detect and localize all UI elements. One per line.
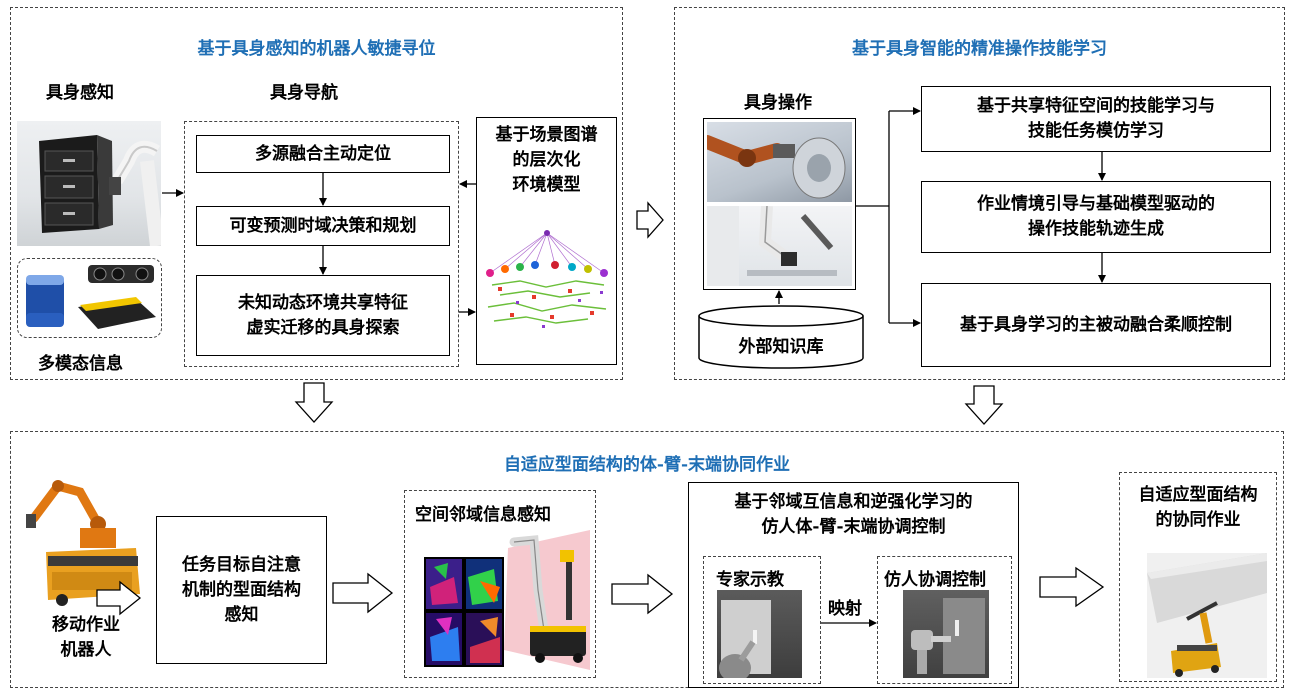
expert-demo-group <box>703 556 821 684</box>
navigation-group <box>184 121 459 367</box>
block-arrow-control <box>1039 566 1105 608</box>
robot-arm-photo <box>707 206 852 286</box>
adaptive-operation-label: 自适应型面结构 的协同作业 <box>1138 485 1258 530</box>
nav-step-planning: 可变预测时域决策和规划 <box>196 206 450 246</box>
scene-graph-box <box>476 117 617 365</box>
humanlike-control-group <box>877 556 1012 684</box>
spatial-perception-label: 空间邻域信息感知 <box>415 505 551 525</box>
sensor-illustration <box>26 265 156 329</box>
depth-map-grid <box>424 557 504 667</box>
mobile-robot-illustration <box>18 478 148 608</box>
knowledge-base-label: 外部知识库 <box>738 336 824 357</box>
nav-step-localization: 多源融合主动定位 <box>196 135 450 173</box>
panel-title-collaborative: 自适应型面结构的体-臂-末端协同作业 <box>503 455 791 475</box>
coordination-control-title: 基于邻域互信息和逆强化学习的 仿人体-臂-末端协调控制 <box>734 492 973 537</box>
panel-title-skill-learning: 基于具身智能的精准操作技能学习 <box>852 39 1107 59</box>
adaptive-operation-group <box>1119 472 1277 682</box>
mapping-label: 映射 <box>828 599 862 619</box>
block-arrow-robot <box>96 580 142 616</box>
attention-perception-box: 任务目标自注意 机制的型面结构 感知 <box>156 516 327 664</box>
expert-demo-label: 专家示教 <box>716 570 784 590</box>
nav-step-exploration: 未知动态环境共享特征 虚实迁移的具身探索 <box>196 275 450 356</box>
block-arrow-down-right <box>964 385 1004 425</box>
block-arrow-spatial <box>611 573 674 615</box>
cabinet-robot-photo <box>17 121 161 246</box>
panel-embodied-positioning <box>10 7 623 380</box>
spatial-perception-group <box>404 490 596 678</box>
adaptive-operation-photo <box>1147 553 1267 678</box>
panel-skill-learning <box>674 7 1285 380</box>
knowledge-base-cylinder <box>697 304 865 370</box>
humanlike-control-label: 仿人协调控制 <box>884 570 986 590</box>
skill-step-shared-feature: 基于共享特征空间的技能学习与 技能任务模仿学习 <box>921 86 1271 152</box>
scene-graph-illustration <box>480 225 614 335</box>
block-arrow-top-right <box>636 201 664 239</box>
mobile-robot-label: 移动作业 机器人 <box>52 615 120 660</box>
skill-step-trajectory: 作业情境引导与基础模型驱动的 操作技能轨迹生成 <box>921 181 1271 253</box>
robot-weld-photo <box>707 122 852 202</box>
block-arrow-down-left <box>294 382 334 423</box>
multimodal-sensor-box <box>17 258 162 338</box>
humanlike-control-photo <box>903 590 989 678</box>
expert-demo-photo <box>717 590 802 678</box>
block-arrow-attention <box>332 572 394 614</box>
panel-collaborative-operation <box>10 431 1284 688</box>
embodied-perception-label: 具身感知 <box>46 83 114 103</box>
cabinet-robot-illustration <box>39 135 161 246</box>
skill-step-compliance-control: 基于具身学习的主被动融合柔顺控制 <box>921 283 1271 367</box>
panel-title-positioning: 基于具身感知的机器人敏捷寻位 <box>197 39 436 59</box>
scene-graph-label: 基于场景图谱 的层次化 环境模型 <box>495 124 598 195</box>
embodied-operation-label: 具身操作 <box>744 93 812 113</box>
sensing-robot-illustration <box>494 530 590 670</box>
embodied-navigation-label: 具身导航 <box>270 83 338 103</box>
multimodal-info-label: 多模态信息 <box>38 354 123 374</box>
